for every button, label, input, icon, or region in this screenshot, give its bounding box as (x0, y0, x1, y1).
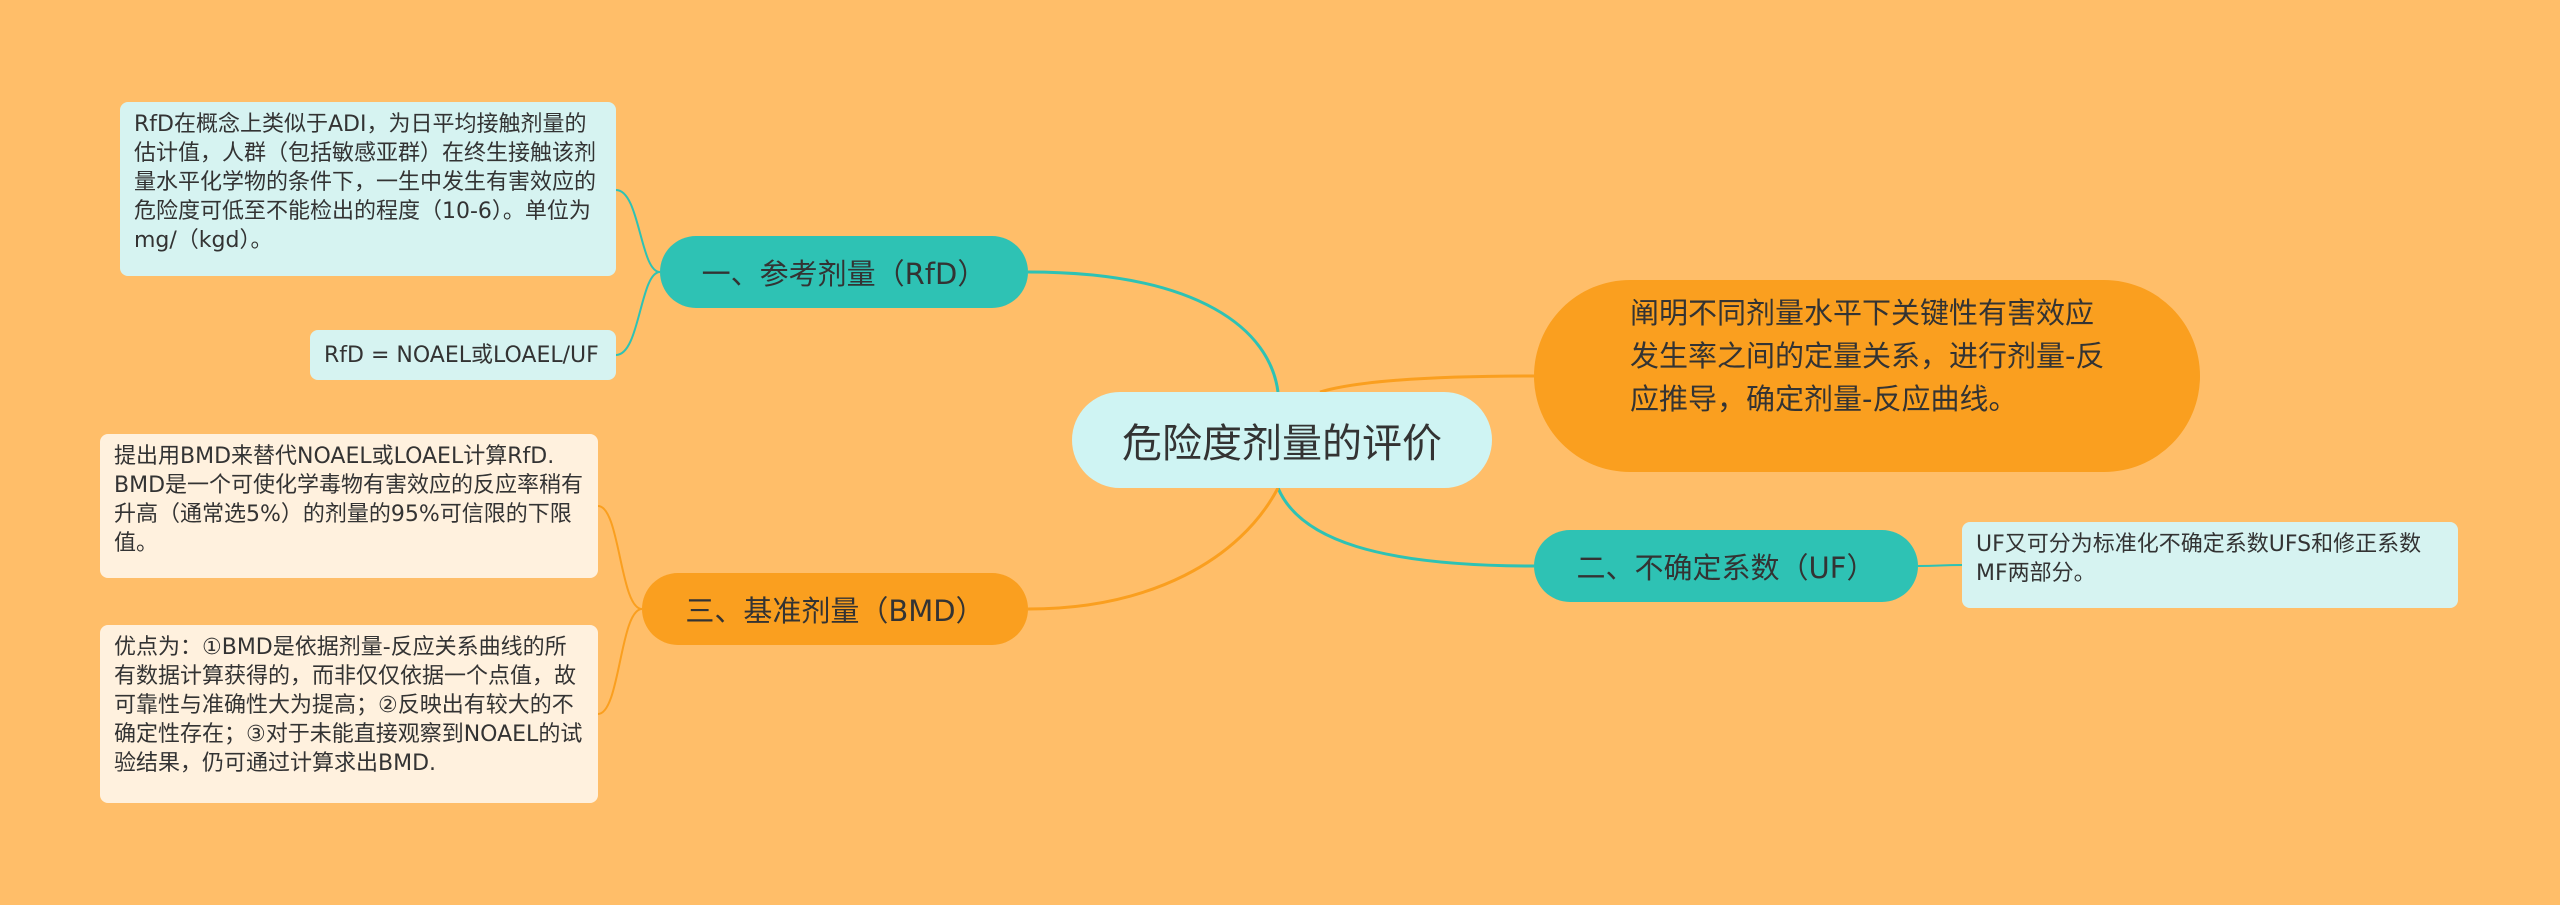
leaf-bmd-definition-text: 提出用BMD来替代NOAEL或LOAEL计算RfD. BMD是一个可使化学毒物有… (114, 444, 584, 556)
branch-rfd[interactable]: 一、参考剂量（RfD） (660, 236, 1028, 308)
branch-rfd-label: 一、参考剂量（RfD） (701, 257, 987, 291)
link-rfd-leaf1 (615, 189, 661, 273)
root-topic-label: 危险度剂量的评价 (1122, 421, 1442, 467)
leaf-bmd-definition[interactable]: 提出用BMD来替代NOAEL或LOAEL计算RfD. BMD是一个可使化学毒物有… (100, 434, 598, 578)
link-rfd-leaf2 (615, 271, 661, 356)
leaf-uf-definition-text: UF又可分为标准化不确定系数UFS和修正系数MF两部分。 (1976, 532, 2422, 586)
link-root-dose-response (1319, 374, 1535, 394)
root-topic[interactable]: 危险度剂量的评价 (1072, 392, 1492, 488)
link-root-rfd (1027, 270, 1280, 393)
leaf-bmd-advantages[interactable]: 优点为：①BMD是依据剂量-反应关系曲线的所有数据计算获得的，而非仅仅依据一个点… (100, 625, 598, 803)
leaf-rfd-formula-text: RfD = NOAEL或LOAEL/UF (324, 342, 599, 368)
branch-dose-response-label: 阐明不同剂量水平下关键性有害效应发生率之间的定量关系，进行剂量-反应推导，确定剂… (1630, 296, 2105, 416)
branch-uf-label: 二、不确定系数（UF） (1576, 551, 1876, 585)
leaf-bmd-advantages-text: 优点为：①BMD是依据剂量-反应关系曲线的所有数据计算获得的，而非仅仅依据一个点… (114, 635, 583, 776)
link-root-bmd (1027, 487, 1280, 611)
leaf-uf-definition[interactable]: UF又可分为标准化不确定系数UFS和修正系数MF两部分。 (1962, 522, 2458, 608)
branch-dose-response[interactable]: 阐明不同剂量水平下关键性有害效应发生率之间的定量关系，进行剂量-反应推导，确定剂… (1534, 280, 2200, 472)
leaf-rfd-definition[interactable]: RfD在概念上类似于ADI，为日平均接触剂量的估计值，人群（包括敏感亚群）在终生… (120, 102, 616, 276)
link-bmd-leaf1 (597, 505, 643, 610)
link-uf-leaf (1917, 564, 1963, 567)
branch-uf[interactable]: 二、不确定系数（UF） (1534, 530, 1918, 602)
branch-bmd[interactable]: 三、基准剂量（BMD） (642, 573, 1028, 645)
leaf-rfd-formula[interactable]: RfD = NOAEL或LOAEL/UF (310, 330, 616, 380)
branch-bmd-label: 三、基准剂量（BMD） (685, 594, 985, 628)
link-bmd-leaf2 (597, 608, 643, 715)
leaf-rfd-definition-text: RfD在概念上类似于ADI，为日平均接触剂量的估计值，人群（包括敏感亚群）在终生… (134, 112, 597, 253)
link-root-uf (1276, 487, 1535, 568)
